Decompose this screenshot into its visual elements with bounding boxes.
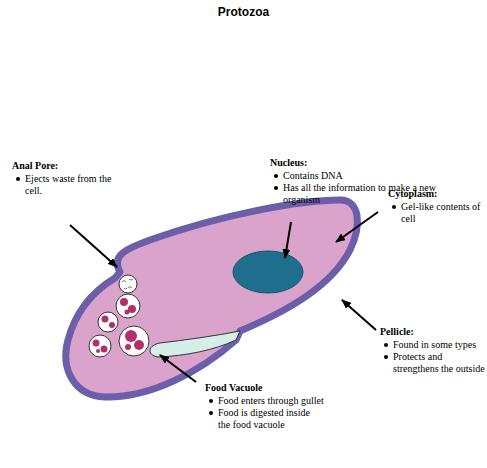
bullet-dot [16,177,20,181]
part-note: Found in some types [393,339,476,350]
nucleus-shape [233,251,303,293]
anal-pore-shape [119,275,137,293]
part-note: Food is digested inside the food vacuole [218,407,310,430]
bullet-item: Food is digested inside the food vacuole [207,407,324,431]
leader-arrows [70,212,378,382]
bullet-dot [274,186,278,190]
bullet-dot [384,343,388,347]
bullet-dot [384,355,388,359]
bullet-item: Found in some types [382,339,487,351]
part-heading: Food Vacuole [205,382,313,394]
part-note: Gel-like contents of cell [401,201,480,224]
bullet-item: Gel-like contents of cell [390,201,487,225]
part-heading: Anal Pore: [12,160,102,172]
food-vacuoles [89,294,149,357]
bullet-item: Protects and strengthens the outside [382,351,487,375]
gullet [150,331,240,357]
part-heading: Cytoplasm: [388,188,482,200]
cell-body [66,200,358,397]
part-note: Ejects waste from the cell. [25,173,111,196]
part-note: Food enters through gullet [218,395,324,406]
bullet-item: Contains DNA [272,170,441,182]
part-heading: Pellicle: [380,326,476,338]
bullet-dot [209,399,213,403]
part-note: Contains DNA [283,170,343,181]
part-heading: Nucleus: [270,157,430,169]
part-note: Protects and strengthens the outside [393,351,485,374]
title: Protozoa [0,5,487,19]
bullet-item: Food enters through gullet [207,395,324,407]
food-particles [93,298,145,353]
bullet-dot [274,174,278,178]
bullet-dot [209,411,213,415]
bullet-dot [392,205,396,209]
bullet-item: Ejects waste from the cell. [14,173,113,197]
